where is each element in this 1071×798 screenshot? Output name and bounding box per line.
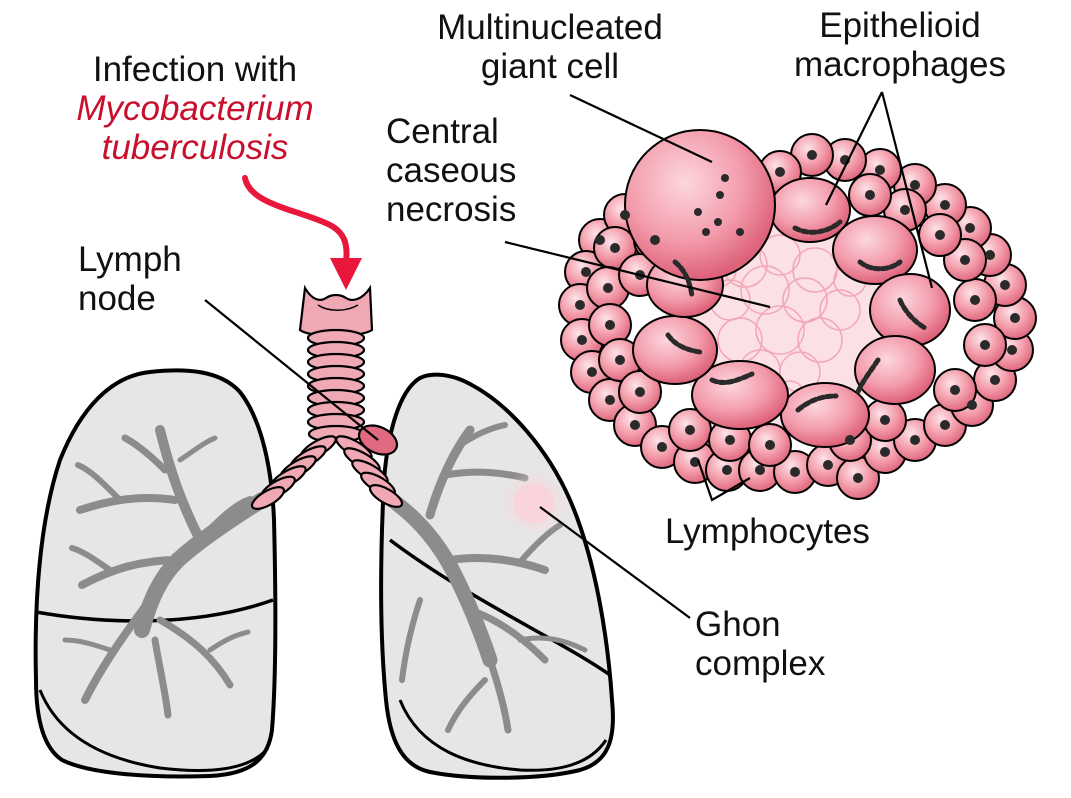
lymphocytes-label-text: Lymphocytes bbox=[665, 512, 870, 551]
epithelioid-label-line2: macrophages bbox=[745, 45, 1055, 84]
necrosis-label-line2: caseous bbox=[386, 151, 516, 190]
epithelioid-label: Epithelioid macrophages bbox=[745, 6, 1055, 84]
ghon-label-line1: Ghon bbox=[695, 605, 825, 644]
left-lung bbox=[381, 375, 613, 778]
granuloma bbox=[559, 130, 1036, 499]
lymph-node-label: Lymph node bbox=[78, 240, 182, 318]
infection-arrowhead bbox=[330, 258, 362, 290]
necrosis-label: Central caseous necrosis bbox=[386, 112, 516, 229]
lymph-node-label-line1: Lymph bbox=[78, 240, 182, 279]
infection-label: Infection with Mycobacterium tuberculosi… bbox=[20, 50, 370, 167]
larynx bbox=[300, 288, 372, 336]
giant-cell-label-line2: giant cell bbox=[380, 47, 720, 86]
lymphocytes-label: Lymphocytes bbox=[665, 512, 870, 551]
ghon-complex-label: Ghon complex bbox=[695, 605, 825, 683]
giant-cell-label-line1: Multinucleated bbox=[380, 8, 720, 47]
tracheal-rings bbox=[308, 330, 364, 442]
infection-label-line3: tuberculosis bbox=[20, 128, 370, 167]
necrosis-label-line3: necrosis bbox=[386, 190, 516, 229]
epithelioid-label-line1: Epithelioid bbox=[745, 6, 1055, 45]
giant-cell-leader bbox=[570, 95, 712, 162]
infection-label-line2: Mycobacterium bbox=[20, 89, 370, 128]
necrosis-label-line1: Central bbox=[386, 112, 516, 151]
lymph-node-label-line2: node bbox=[78, 279, 182, 318]
multinucleated-giant-cell bbox=[625, 130, 775, 280]
giant-cell-label: Multinucleated giant cell bbox=[380, 8, 720, 86]
infection-label-line1: Infection with bbox=[20, 50, 370, 89]
ghon-label-line2: complex bbox=[695, 644, 825, 683]
infection-arrow bbox=[245, 178, 347, 262]
